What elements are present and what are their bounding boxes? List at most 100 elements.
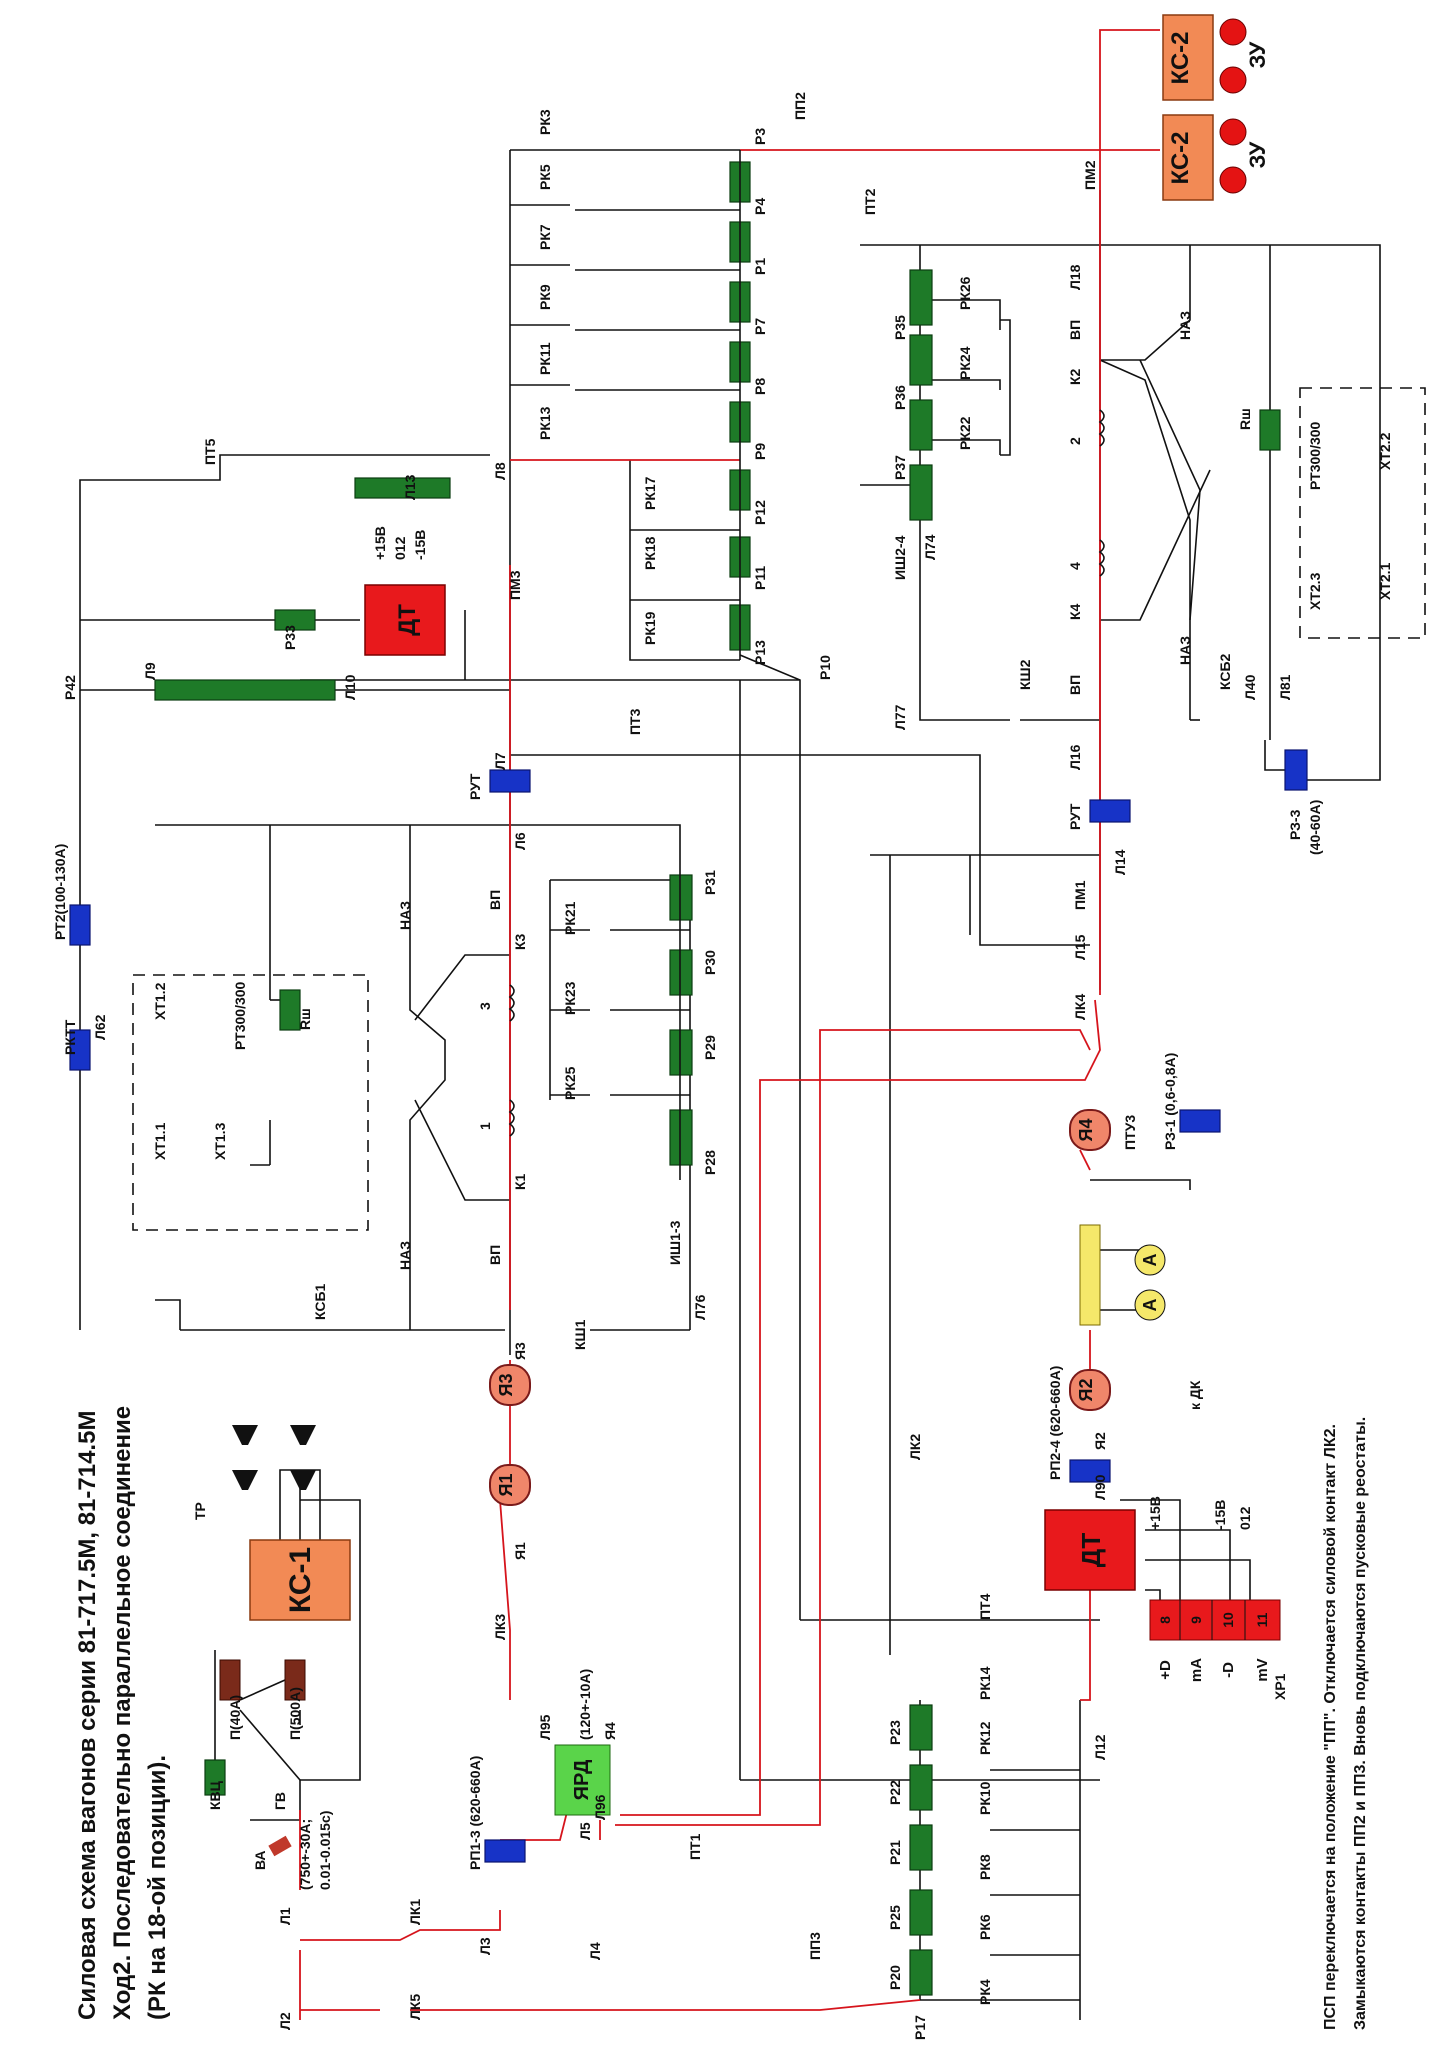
lbl-rk23: РК23 xyxy=(562,981,578,1015)
lbl-rk14: РК14 xyxy=(977,1666,993,1700)
lbl-pt3: ПТ3 xyxy=(627,708,643,735)
lbl-p13: Р13 xyxy=(752,640,768,665)
resistor-p37b xyxy=(909,464,933,521)
lbl-rk13: РК13 xyxy=(537,406,553,440)
lbl-bottom-m15v: -15В xyxy=(1212,1500,1228,1530)
xp1-name-1: +D xyxy=(1157,1660,1174,1680)
lbl-l2: Л2 xyxy=(277,2012,293,2030)
lbl-p35: Р35 xyxy=(892,315,908,340)
rheostat-chain-top xyxy=(729,150,751,660)
tr-speaker-4 xyxy=(290,1425,316,1445)
lbl-p21: Р21 xyxy=(887,1840,903,1865)
ks2-top-block xyxy=(1162,14,1214,101)
ks2-top-terminal-2 xyxy=(1219,66,1247,94)
notes-block: ПСП переключается на положение "ПП". Отк… xyxy=(1322,1417,1369,2030)
lbl-l9: Л9 xyxy=(142,662,158,680)
motor-ya2 xyxy=(1069,1369,1111,1411)
lbl-w2: 2 xyxy=(1067,437,1083,445)
lbl-rp13: РП1-3 (620-660А) xyxy=(467,1756,483,1870)
lbl-l81: Л81 xyxy=(1277,674,1293,700)
lbl-p25: Р25 xyxy=(887,1905,903,1930)
xp1-name-2: mA xyxy=(1188,1658,1205,1682)
winding-4 xyxy=(1098,539,1105,577)
lbl-pm3: ПМ3 xyxy=(507,570,523,600)
coil-rktt xyxy=(69,1029,91,1071)
lbl-rk21: РК21 xyxy=(562,901,578,935)
dt-bottom-label: ДТ xyxy=(1076,1533,1106,1568)
motor-ya4-label: Я4 xyxy=(1076,1119,1096,1142)
lbl-ya4-wire: Я4 xyxy=(602,1722,618,1740)
lbl-012: 012 xyxy=(392,536,408,560)
lbl-rk3: РК3 xyxy=(537,109,553,135)
lbl-xp1: ХР1 xyxy=(1272,1673,1288,1700)
lbl-l1: Л1 xyxy=(277,1907,293,1925)
title-block: Силовая схема вагонов серии 81-717.5М, 8… xyxy=(74,1406,171,2020)
lbl-l14: Л14 xyxy=(1112,849,1128,875)
lbl-pt2: ПТ2 xyxy=(862,188,878,215)
lbl-l13: Л13 xyxy=(402,474,418,500)
lbl-naz-right-top: НАЗ xyxy=(1177,311,1193,340)
tr-speaker-1 xyxy=(232,1470,258,1490)
lbl-k2: К2 xyxy=(1067,368,1083,385)
lbl-l10: Л10 xyxy=(342,674,358,700)
lbl-va-rating-2: 0.01-0.015с) xyxy=(317,1811,333,1890)
xp1-pin-9: 9 xyxy=(1188,1616,1204,1624)
lbl-pt5: ПТ5 xyxy=(202,438,218,465)
lbl-l18: Л18 xyxy=(1067,264,1083,290)
lbl-pt4: ПТ4 xyxy=(977,1593,993,1620)
lbl-rt300-right: РТ300/300 xyxy=(1307,421,1323,490)
lbl-rk22: РК22 xyxy=(957,416,973,450)
lbl-ksh1: КШ1 xyxy=(572,1319,588,1350)
resistor-p29 xyxy=(669,1029,693,1076)
tr-speakers xyxy=(232,1425,316,1490)
lbl-ish13: ИШ1-3 xyxy=(667,1220,683,1265)
lbl-va-rating: (750+-30А; xyxy=(297,1819,313,1890)
lbl-rt2: РТ2(100-130А) xyxy=(52,844,68,940)
lbl-rk25: РК25 xyxy=(562,1066,578,1100)
lbl-tr: ТР xyxy=(192,1502,208,1520)
lbl-ya3-wire: Я3 xyxy=(512,1342,528,1360)
rt300-box-right xyxy=(1299,387,1426,639)
ks2-top-label: КС-2 xyxy=(1167,31,1194,84)
lbl-p4: Р4 xyxy=(752,198,768,215)
lbl-rk17: РК17 xyxy=(642,476,658,510)
lbl-l76: Л76 xyxy=(692,1294,708,1320)
resistor-l9-l10 xyxy=(154,679,336,701)
dt-top-label: ДТ xyxy=(394,604,421,636)
lbl-l3: Л3 xyxy=(477,1937,493,1955)
lbl-l8: Л8 xyxy=(492,462,508,480)
breaker-va xyxy=(268,1835,292,1857)
lbl-15v: +15В xyxy=(372,526,388,560)
lbl-p28: Р28 xyxy=(702,1150,718,1175)
lbl-p1: Р1 xyxy=(752,258,768,275)
lbl-p11: Р11 xyxy=(752,566,768,590)
lbl-rk11: РК11 xyxy=(537,342,553,375)
shunt-rsh-left xyxy=(279,989,301,1031)
resistor-p28 xyxy=(669,1109,693,1166)
lbl-rut-left: РУТ xyxy=(467,773,483,800)
lbl-p37: Р37 xyxy=(892,455,908,480)
lbl-lk5: ЛК5 xyxy=(407,1994,423,2020)
lbl-rz3: РЗ-3 xyxy=(1287,809,1303,840)
lbl-rk18: РК18 xyxy=(642,536,658,570)
coil-rt2 xyxy=(69,904,91,946)
ks1-label: КС-1 xyxy=(284,1547,317,1613)
lbl-p36: Р36 xyxy=(892,385,908,410)
lbl-l90: Л90 xyxy=(1092,1474,1108,1500)
zu-bottom-label: ЗУ xyxy=(1245,141,1270,168)
ks2-bottom-block xyxy=(1162,114,1214,201)
lbl-l6: Л6 xyxy=(512,832,528,850)
winding-2 xyxy=(1098,409,1105,447)
yard-relay xyxy=(554,1744,611,1816)
coil-rp13 xyxy=(484,1839,526,1863)
tr-speaker-2 xyxy=(232,1425,258,1445)
lbl-rz3-rating: (40-60А) xyxy=(1307,800,1323,855)
lbl-rk12: РК12 xyxy=(977,1721,993,1755)
lbl-p9: Р9 xyxy=(752,443,768,460)
lbl-k4: К4 xyxy=(1067,603,1083,620)
ammeter-1 xyxy=(1134,1244,1166,1276)
ammeter-2 xyxy=(1134,1289,1166,1321)
ammeter-1-label: А xyxy=(1140,1254,1160,1267)
lbl-ptu3: ПТУ3 xyxy=(1122,1115,1138,1150)
